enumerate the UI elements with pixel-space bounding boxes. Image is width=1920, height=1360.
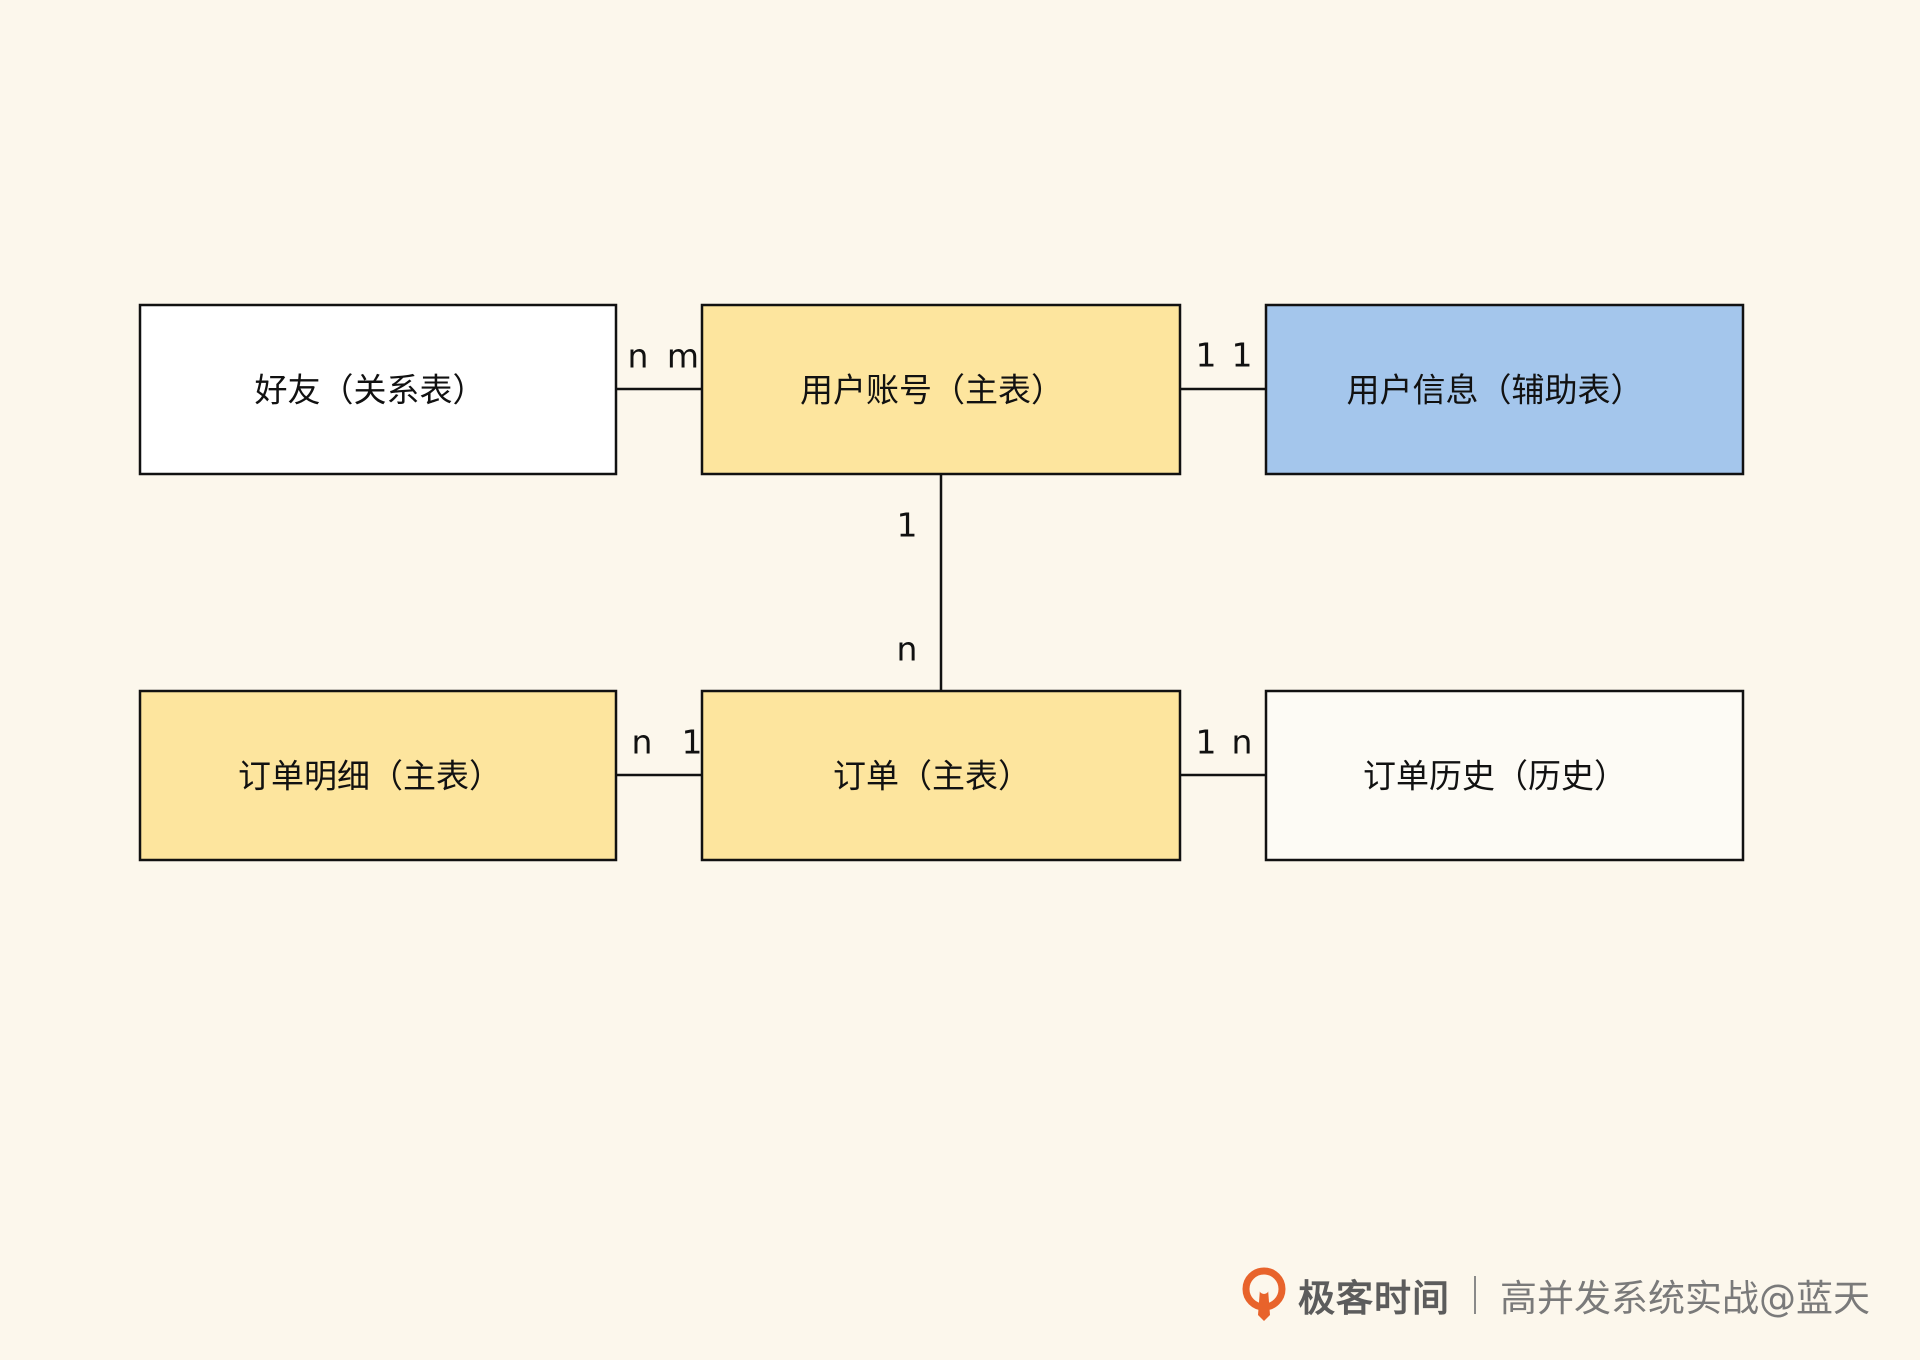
cardinality-account-side: 1: [1196, 336, 1217, 375]
entity-label: 用户账号（主表）: [800, 371, 1064, 410]
cardinality-account-side: 1: [897, 506, 918, 545]
entity-user-account: 用户账号（主表）: [700, 303, 1182, 476]
course-name: 高并发系统实战@蓝天: [1500, 1277, 1870, 1320]
cardinality-detail-side: n: [632, 723, 653, 762]
watermark: 极客时间 高并发系统实战@蓝天: [1240, 1260, 1870, 1330]
entity-order-history: 订单历史（历史）: [1264, 689, 1745, 862]
geektime-logo-icon: [1242, 1267, 1286, 1321]
entity-order: 订单（主表）: [700, 689, 1182, 862]
entity-order-detail: 订单明细（主表）: [138, 689, 618, 862]
entity-label: 订单历史（历史）: [1363, 757, 1627, 796]
entity-label: 订单明细（主表）: [238, 757, 502, 796]
cardinality-account-side: m: [667, 337, 699, 376]
entity-label: 订单（主表）: [833, 757, 1031, 796]
entity-label: 用户信息（辅助表）: [1347, 371, 1644, 410]
brand-name: 极客时间: [1298, 1277, 1450, 1320]
cardinality-order-side: 1: [1196, 723, 1217, 762]
cardinality-history-side: n: [1232, 723, 1253, 762]
cardinality-order-side: 1: [682, 723, 703, 762]
entity-friends: 好友（关系表）: [138, 303, 618, 476]
entity-label: 好友（关系表）: [255, 371, 486, 410]
cardinality-order-side: n: [897, 630, 918, 669]
watermark-separator: [1474, 1276, 1476, 1314]
cardinality-friends-side: n: [628, 337, 649, 376]
entity-user-info: 用户信息（辅助表）: [1264, 303, 1745, 476]
cardinality-info-side: 1: [1232, 336, 1253, 375]
